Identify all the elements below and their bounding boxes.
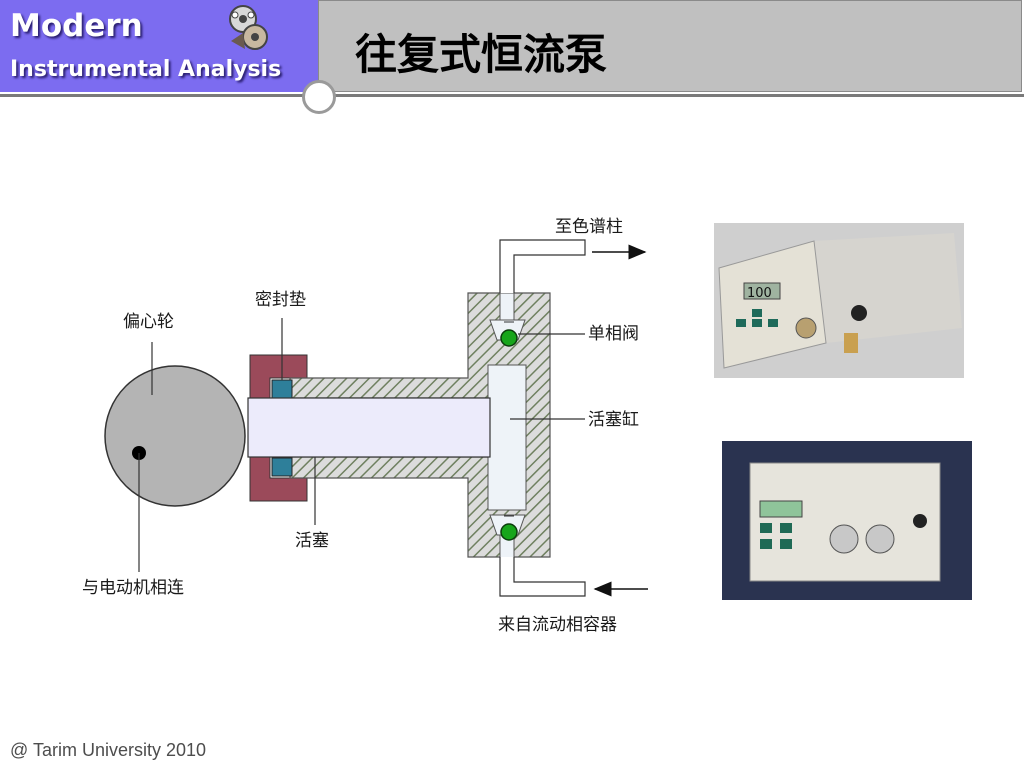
header-divider [0, 94, 1024, 97]
slide-title: 往复式恒流泵 [355, 30, 608, 79]
label-cylinder: 活塞缸 [588, 409, 639, 430]
pump-photo-1: 100 [714, 223, 964, 378]
label-motor: 与电动机相连 [82, 578, 184, 598]
outlet-tube [499, 239, 586, 293]
brand-panel: Modern Instrumental Analysis [0, 0, 318, 92]
label-seal: 密封垫 [255, 290, 306, 310]
piston-cylinder [487, 364, 527, 511]
piston [247, 397, 491, 458]
check-valve-ball-top [500, 329, 518, 347]
label-from-reservoir: 来自流动相容器 [498, 615, 617, 635]
footer-credit: @ Tarim University 2010 [10, 740, 207, 760]
check-valve-ball-bottom [500, 523, 518, 541]
label-piston: 活塞 [295, 531, 329, 551]
pump-diagram: 偏心轮 密封垫 至色谱柱 单相阀 活塞缸 活塞 与电动机相连 来自流动相容器 [82, 217, 648, 635]
label-to-column: 至色谱柱 [555, 217, 623, 237]
decorative-circle [302, 80, 336, 114]
film-reel-icon [229, 5, 268, 50]
label-cam: 偏心轮 [123, 312, 174, 332]
pump-display-value: 100 [747, 286, 772, 301]
brand-line-1: Modern [10, 8, 143, 44]
inlet-tube [499, 557, 586, 597]
seal-top [271, 379, 293, 399]
brand-line-2: Instrumental Analysis [10, 57, 282, 82]
eccentric-wheel [104, 365, 246, 507]
label-check-valve: 单相阀 [588, 324, 639, 344]
seal-bottom [271, 457, 293, 477]
title-bar: 往复式恒流泵 [318, 0, 1022, 92]
pump-photo-2 [722, 441, 972, 600]
